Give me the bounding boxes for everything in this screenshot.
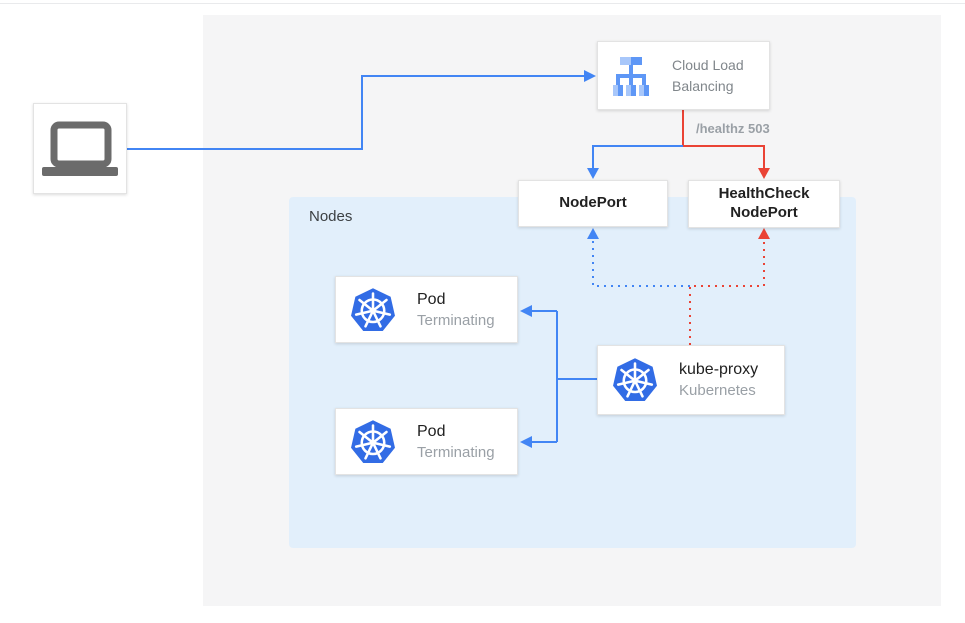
healthz-label: /healthz 503 [696,121,770,136]
load-balancer-box: Cloud Load Balancing [597,41,770,110]
kubernetes-icon [351,287,395,331]
pod-title: Pod [417,422,446,440]
kubernetes-icon [613,358,657,401]
kubernetes-icon [351,419,395,463]
healthcheck-nodeport-box: HealthCheck NodePort [688,180,840,228]
load-balancer-label: Cloud Load Balancing [672,55,744,96]
kube-proxy-subtitle: Kubernetes [679,382,756,400]
load-balancer-label-line2: Balancing [672,77,734,94]
pod-subtitle: Terminating [417,311,495,329]
kube-proxy-title: kube-proxy [679,361,759,379]
load-balancer-label-line1: Cloud Load [672,57,744,74]
pod-box-1: Pod Terminating [335,276,518,343]
client-box [33,103,127,194]
load-balancer-icon [613,56,649,96]
kube-proxy-box: kube-proxy Kubernetes [597,345,785,415]
pod-title: Pod [417,290,446,308]
pod-subtitle: Terminating [417,443,495,461]
healthcheck-nodeport-label-line2: NodePort [730,204,798,221]
nodeport-label: NodePort [559,194,627,212]
pod-labels: Pod Terminating [417,421,495,463]
pod-box-2: Pod Terminating [335,408,518,475]
pod-labels: Pod Terminating [417,289,495,331]
nodes-label: Nodes [309,208,353,225]
nodeport-box: NodePort [518,180,668,227]
laptop-icon [42,121,118,176]
kube-proxy-labels: kube-proxy Kubernetes [679,359,758,401]
top-divider [0,3,965,4]
healthcheck-nodeport-label-line1: HealthCheck [718,185,810,203]
